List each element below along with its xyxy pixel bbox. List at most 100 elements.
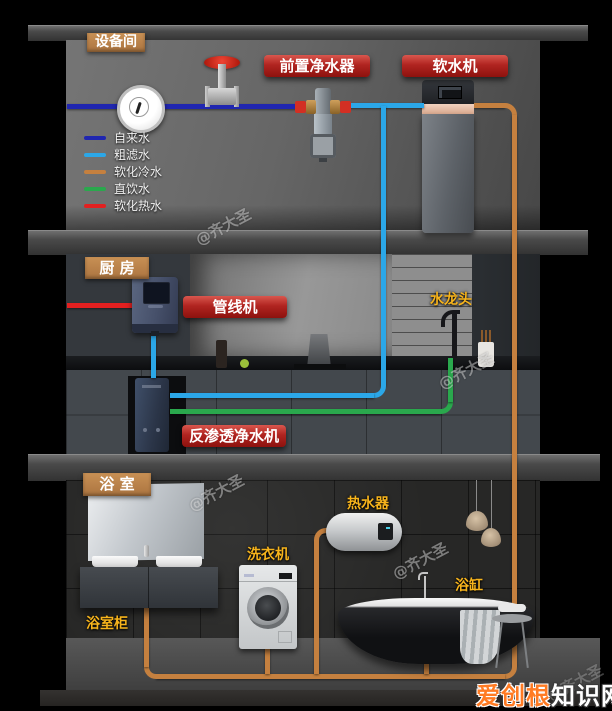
water-meter-dial [129,97,149,117]
water-heater-display-dot [386,527,390,529]
legend-swatch-coarse-filtered [84,152,106,157]
washer-panel [239,571,297,582]
pipe-riser-vanity [144,607,149,667]
kitchen-faucet [439,308,461,358]
site-logo-rest: 知识网 [551,682,612,710]
pipe-drinking-vertical-faucet [448,358,453,402]
gate-valve-flange-left [205,86,210,107]
legend-swatch-tap-water [84,135,106,140]
pipe-coarse-horizontal-equipment [348,103,424,108]
kitchen-faucet-tip [441,322,445,327]
label-softener: 软水机 [402,55,508,77]
pendant-lamp-2 [481,528,501,547]
ro-purifier-indicator-1 [143,428,147,432]
utensil-cup [478,342,494,367]
pipe-riser-bathtub [424,658,429,674]
pipeline-machine-buttons [148,305,163,308]
prefilter-device [293,86,351,162]
prefilter-red-cap-left [295,101,306,113]
pipeline-machine-spout [151,331,159,336]
water-heater-device [326,513,402,551]
coffee-maker [307,334,331,368]
room-tag-bathroom: 浴 室 [83,473,151,496]
prefilter-bowl [314,114,332,136]
bathroom-floor-edge [40,690,600,706]
legend-label-coarse-filtered: 粗滤水 [114,148,151,162]
legend-swatch-drinking-water [84,186,106,191]
kitchen-faucet-body [452,312,457,358]
pipe-legend: 自来水 粗滤水 软化冷水 直饮水 软化热水 [84,131,162,216]
room-tag-kitchen: 厨 房 [85,257,149,279]
stool-seat [492,614,532,623]
ro-purifier-indicator-2 [156,428,160,432]
legend-label-tap-water: 自来水 [114,131,151,145]
site-logo: 爱创根知识网 [476,676,612,711]
stool-leg-right [521,622,529,668]
washer-drum [255,595,281,621]
ro-purifier-logo-line [142,385,161,388]
label-prefilter: 前置净水器 [264,55,370,77]
top-ceiling-slab [28,25,588,41]
annotation-water-heater: 热水器 [347,496,389,512]
annotation-bathtub: 浴缸 [455,578,483,594]
washer-display [279,573,292,579]
bathtub-faucet-spout [418,572,428,580]
bathtub-faucet-riser [424,576,426,604]
washer-brand-mark [244,574,254,577]
pendant-lamp-1 [466,511,488,531]
washer-filter-hatch [278,631,292,643]
kitchen-countertop [66,356,540,370]
legend-label-drinking-water: 直饮水 [114,182,151,196]
label-ro-purifier: 反渗透净水机 [182,425,286,447]
legend-item-coarse-filtered: 粗滤水 [84,148,162,162]
pipe-softened-cold-vertical-right [512,115,517,667]
kitchen-ceiling-slab [28,230,588,255]
stool-towel-roll [498,604,526,612]
prefilter-red-cap-right [340,101,351,113]
prefilter-brass-right [330,100,340,114]
pipe-tap-water [67,104,298,109]
softener-band [422,104,474,114]
pipe-coarse-drop [381,106,386,386]
pipe-riser-washer [265,647,270,674]
pipe-softened-cold-elbow-bottom-right [505,667,517,679]
pipe-coarse-pipeline-machine [151,330,156,378]
pipe-drinking-elbow [441,402,453,414]
site-logo-highlight: 爱创根 [476,682,551,710]
pipe-softened-cold-elbow-bottom-left [144,667,156,679]
pipeline-machine-base [132,324,178,333]
label-pipeline-machine: 管线机 [183,296,287,318]
utensil-sticks [481,330,491,342]
legend-item-drinking-water: 直饮水 [84,182,162,196]
pipeline-machine-screen [143,282,170,304]
prefilter-drain-nub [319,158,327,162]
vanity-tap [144,545,149,557]
legend-label-softened-hot: 软化热水 [114,199,163,213]
pendant-lamp-cord-1 [476,480,477,514]
sink-basin-left [92,556,138,567]
legend-label-softened-cold: 软化冷水 [114,165,163,179]
legend-item-softened-cold: 软化冷水 [84,165,163,179]
annotation-faucet: 水龙头 [430,292,472,308]
stool-leg-left [495,622,503,668]
softener-device [422,80,474,233]
pipe-softened-cold-elbow-top-right [505,103,517,115]
pipe-drinking-horizontal [170,409,441,414]
pipe-coarse-to-ro [170,393,374,398]
pipe-softened-cold-horizontal-equipment [474,103,505,108]
water-heater-display [378,523,393,540]
cooktop-tray [294,364,346,369]
pipeline-machine-device [132,277,178,336]
oil-bottle [216,340,227,368]
vanity-cabinet-seam [148,567,149,608]
pipe-riser-heater [314,540,319,674]
pipe-heater-elbow-top-left [314,528,326,540]
legend-swatch-softened-hot [84,203,106,208]
water-meter [117,85,165,133]
softener-display [438,86,462,99]
sink-basin-right [156,556,202,567]
prefilter-gauge-box [310,134,336,158]
prefilter-brass-left [306,100,316,114]
annotation-washing-machine: 洗衣机 [247,547,289,563]
